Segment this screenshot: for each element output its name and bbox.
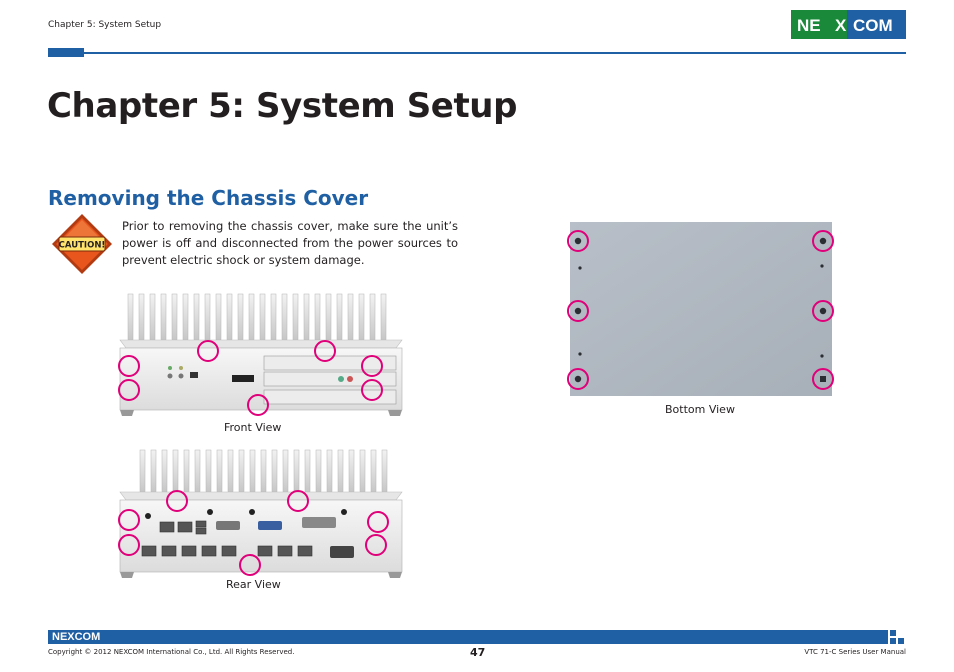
chapter-title: Chapter 5: System Setup bbox=[47, 86, 518, 126]
footer-manual-title: VTC 71-C Series User Manual bbox=[804, 648, 906, 656]
footer-squares-icon bbox=[890, 630, 904, 644]
header-chapter: Chapter 5: System Setup bbox=[48, 20, 162, 30]
rear-view-photo bbox=[118, 449, 403, 578]
section-title: Removing the Chassis Cover bbox=[48, 186, 369, 210]
footer-bar bbox=[48, 630, 888, 644]
svg-text:NE: NE bbox=[797, 16, 821, 35]
header-accent-block bbox=[48, 48, 84, 57]
footer-copyright: Copyright © 2012 NEXCOM International Co… bbox=[48, 648, 295, 656]
bottom-view-photo bbox=[567, 222, 834, 396]
svg-text:X: X bbox=[835, 16, 847, 35]
caution-icon: CAUTION! bbox=[52, 214, 112, 274]
bottom-view-caption: Bottom View bbox=[665, 403, 735, 416]
page-number: 47 bbox=[470, 646, 486, 659]
rear-view-caption: Rear View bbox=[226, 578, 281, 591]
caution-paragraph: Prior to removing the chassis cover, mak… bbox=[122, 219, 458, 267]
footer-logo: NEXCOM bbox=[52, 631, 101, 643]
header-divider bbox=[48, 52, 906, 54]
front-view-caption: Front View bbox=[224, 421, 282, 434]
caution-label: CAUTION! bbox=[59, 241, 106, 251]
nexcom-logo: NE X COM bbox=[791, 10, 906, 39]
svg-text:COM: COM bbox=[853, 16, 893, 35]
front-view-photo bbox=[118, 293, 403, 416]
